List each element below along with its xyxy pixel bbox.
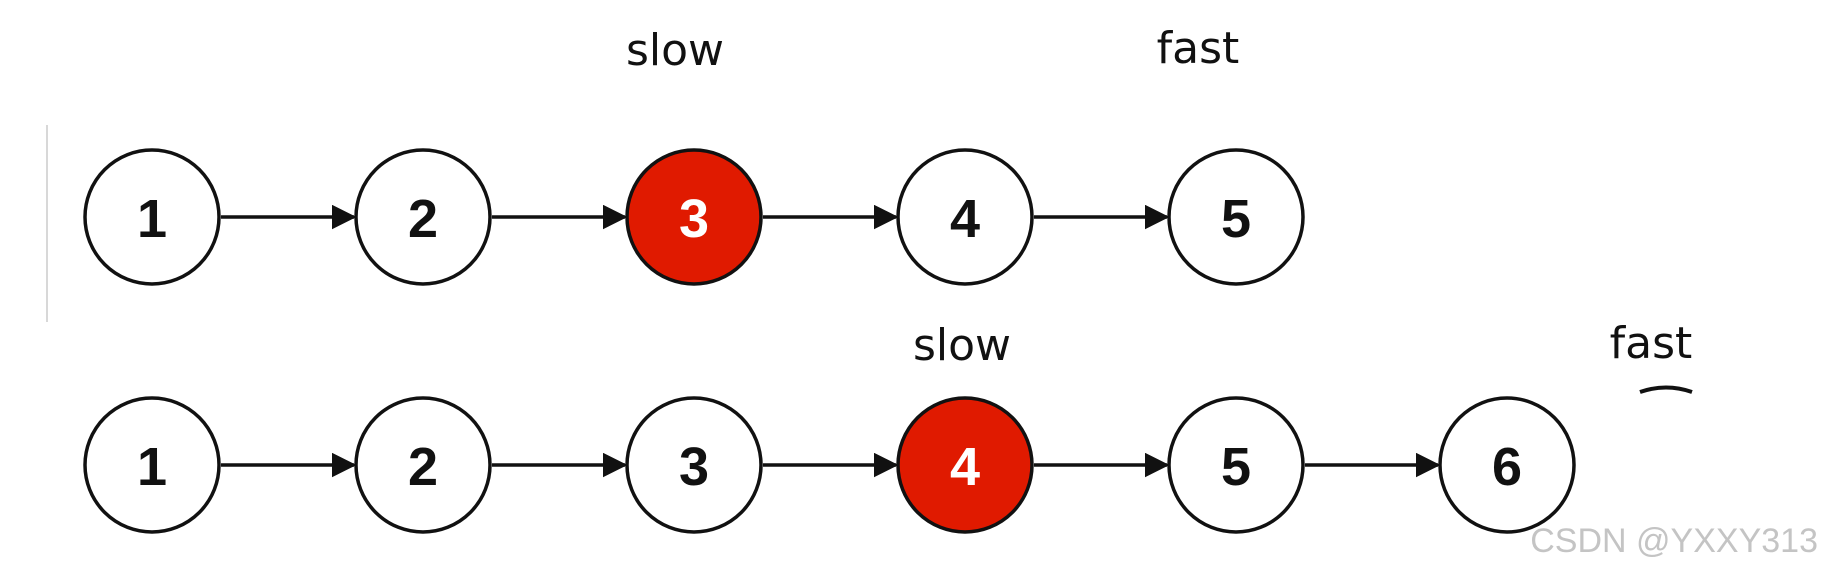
list-2-node-5 [1167, 396, 1305, 534]
list-2-node-5-value: 5 [1221, 437, 1251, 497]
list-2-node-4-value: 4 [950, 437, 980, 497]
list-1-slow-label: slow [626, 25, 724, 76]
list-2-node-2-value: 2 [408, 437, 438, 497]
linked-list-row-1: 1 2 3 4 5 [83, 148, 1305, 286]
list-1-node-3-highlighted [625, 148, 763, 286]
list-2-fast-label: fast [1610, 318, 1693, 369]
watermark: CSDN @YXXY313 [1530, 522, 1818, 560]
list-2-node-1-value: 1 [137, 437, 167, 497]
list-1-node-1-value: 1 [137, 189, 167, 249]
list-1-node-4 [896, 148, 1034, 286]
list-1-node-2 [354, 148, 492, 286]
list-2-node-2 [354, 396, 492, 534]
partial-node-fragment [1639, 385, 1693, 394]
list-1-node-5 [1167, 148, 1305, 286]
list-1-node-2-value: 2 [408, 189, 438, 249]
list-2-node-3-value: 3 [679, 437, 709, 497]
list-2-node-6-value: 6 [1492, 437, 1522, 497]
list-1-node-3-value: 3 [679, 189, 709, 249]
list-1-node-5-value: 5 [1221, 189, 1251, 249]
list-2-node-3 [625, 396, 763, 534]
list-2-node-4-highlighted [896, 396, 1034, 534]
list-1-fast-label: fast [1157, 23, 1240, 74]
list-1-node-1 [83, 148, 221, 286]
list-1-node-4-value: 4 [950, 189, 980, 249]
list-2-slow-label: slow [913, 320, 1011, 371]
list-2-node-1 [83, 396, 221, 534]
linked-list-row-2: 1 2 3 4 5 6 [83, 396, 1576, 534]
list-2-node-6 [1438, 396, 1576, 534]
